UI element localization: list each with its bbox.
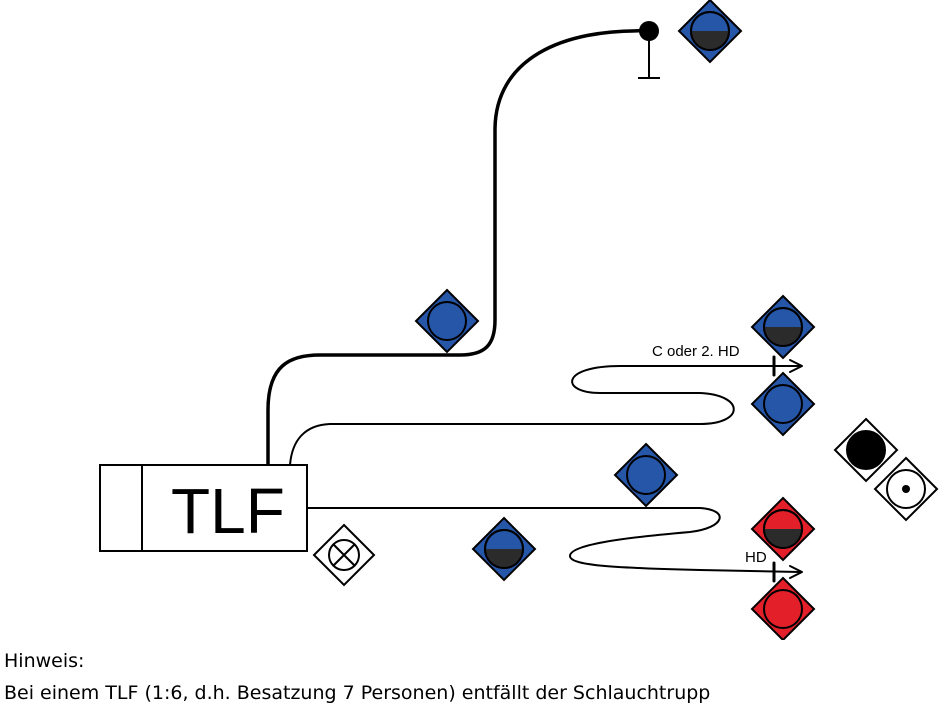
hose-label-lower: HD <box>745 549 767 566</box>
person-icon-crossed <box>312 523 376 587</box>
arrow-head-lower <box>789 565 803 579</box>
attack-hose-lower <box>307 507 801 573</box>
vehicle-label: TLF <box>171 475 285 547</box>
arrow-head-upper <box>789 359 803 373</box>
person-icon-blue <box>750 371 816 437</box>
person-icon-blue-half-dark <box>471 516 537 582</box>
attack-hose-upper <box>289 365 801 466</box>
hose-label-upper: C oder 2. HD <box>652 343 740 360</box>
note-text: Bei einem TLF (1:6, d.h. Besatzung 7 Per… <box>4 682 711 704</box>
person-icon-black <box>833 417 899 483</box>
note-title: Hinweis: <box>4 650 85 672</box>
supply-hose <box>266 29 652 467</box>
person-icon-blue <box>613 442 679 508</box>
person-icon-blue-half-dark <box>750 294 816 360</box>
tactical-diagram: C oder 2. HD HD TLF <box>99 0 939 640</box>
person-icon-dot <box>873 456 939 522</box>
person-icon-red <box>750 576 816 640</box>
person-icon-red-half-dark <box>750 496 816 562</box>
person-icon-blue <box>414 288 480 354</box>
person-icon-blue-half-dark <box>677 0 743 64</box>
hydrant-icon <box>638 21 660 79</box>
vehicle-tlf: TLF <box>99 464 308 552</box>
